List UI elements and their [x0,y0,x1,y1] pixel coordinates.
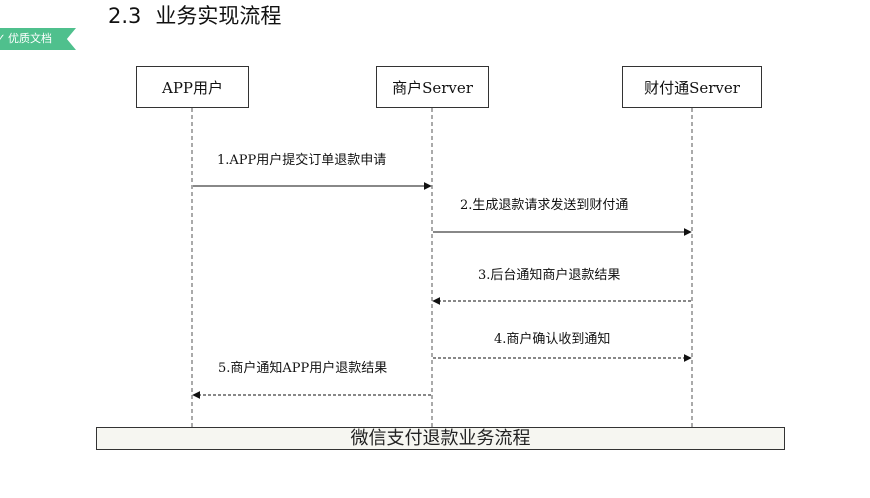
message-label-1: 1.APP用户提交订单退款申请 [217,152,386,168]
section-title: 业务实现流程 [155,4,282,28]
actor-tenpay-server: 财付通Server [622,66,762,108]
actor-merchant-server: 商户Server [376,66,489,108]
actor-app-user-label: APP用户 [161,78,224,97]
actor-app-user: APP用户 [136,66,249,108]
figure-caption: 微信支付退款业务流程 [96,427,785,450]
message-label-2: 2.生成退款请求发送到财付通 [460,197,628,213]
check-icon: ✓ [0,33,6,44]
section-number: 2.3 [108,4,142,28]
actor-merchant-server-label: 商户Server [392,78,473,97]
message-label-5: 5.商户通知APP用户退款结果 [218,360,387,376]
quality-doc-badge: ✓ 优质文档 [0,28,76,50]
message-label-4: 4.商户确认收到通知 [494,331,610,347]
message-label-3: 3.后台通知商户退款结果 [478,267,620,283]
badge-label: 优质文档 [8,32,52,45]
section-heading: 2.3 业务实现流程 [108,0,281,30]
actor-tenpay-server-label: 财付通Server [644,78,740,97]
